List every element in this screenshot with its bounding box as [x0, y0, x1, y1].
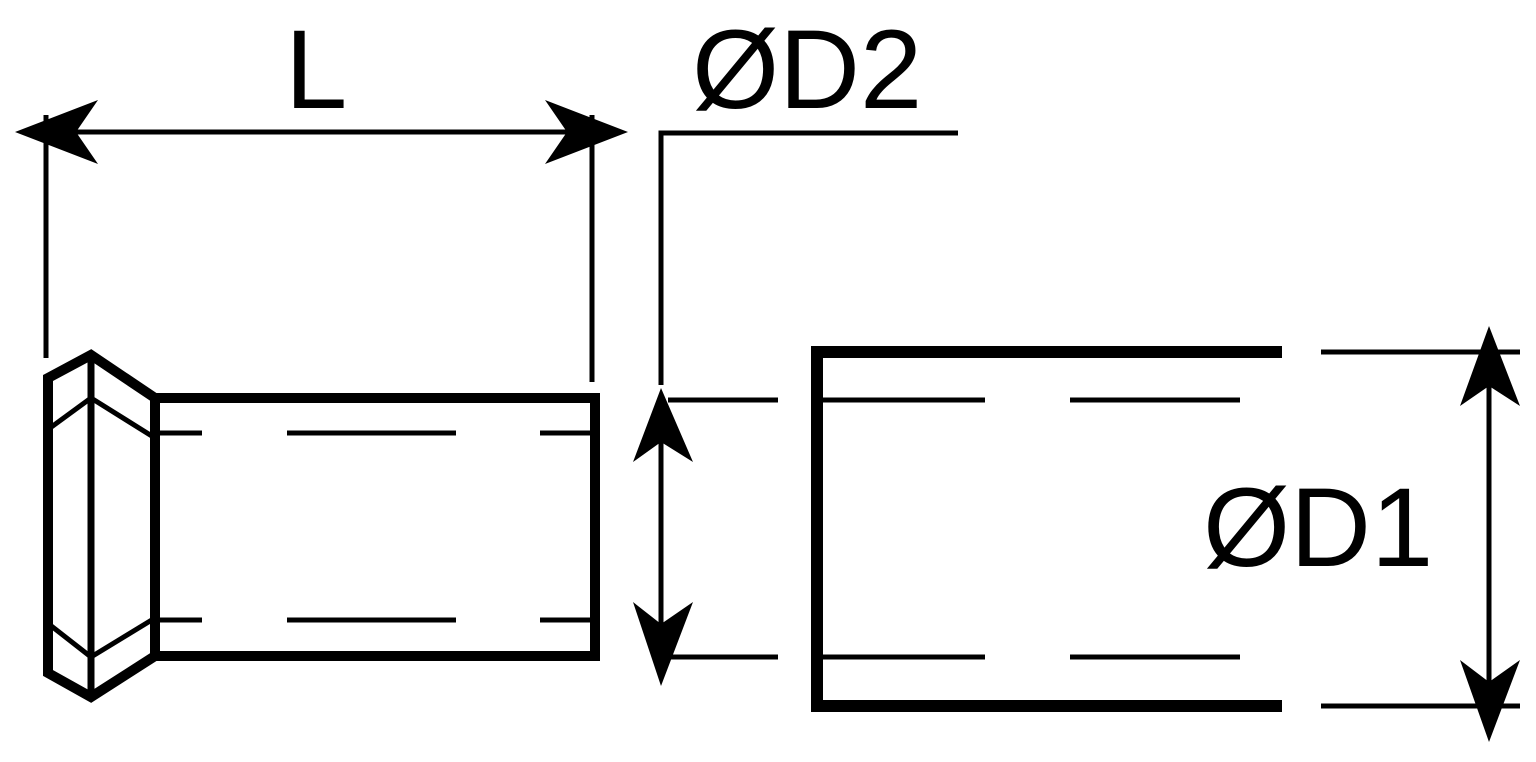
- sleeve-side-view: [43, 349, 600, 703]
- label-inner-diameter: ØD2: [692, 7, 922, 132]
- arrowhead-d1-top: [1460, 326, 1520, 406]
- tube-outline: [811, 346, 1282, 712]
- sleeve-hidden-bore-lines: [155, 430, 595, 623]
- flange-chamfer-bottom: [48, 623, 93, 659]
- arrowhead-left: [15, 100, 98, 164]
- arrowhead-d2-bottom: [633, 602, 693, 686]
- dimension-inner-diameter: [633, 130, 958, 686]
- flange-chamfer-bottom-inner: [89, 615, 157, 660]
- flange-chamfer-top-inner: [89, 395, 157, 441]
- flange-chamfer-top: [48, 395, 93, 431]
- arrowhead-d1-bottom: [1460, 660, 1520, 742]
- arrowhead-d2-top: [633, 388, 693, 462]
- arrowhead-right: [545, 100, 628, 164]
- label-length: L: [285, 7, 347, 132]
- tube-hidden-bore-lines: [822, 397, 1240, 660]
- tube-side-view: [811, 346, 1282, 712]
- sleeve-body: [150, 393, 600, 661]
- label-outer-diameter: ØD1: [1203, 465, 1433, 590]
- dimension-outer-diameter: [1321, 326, 1520, 742]
- dimension-length: [15, 100, 628, 382]
- leader-line-d2: [658, 130, 958, 385]
